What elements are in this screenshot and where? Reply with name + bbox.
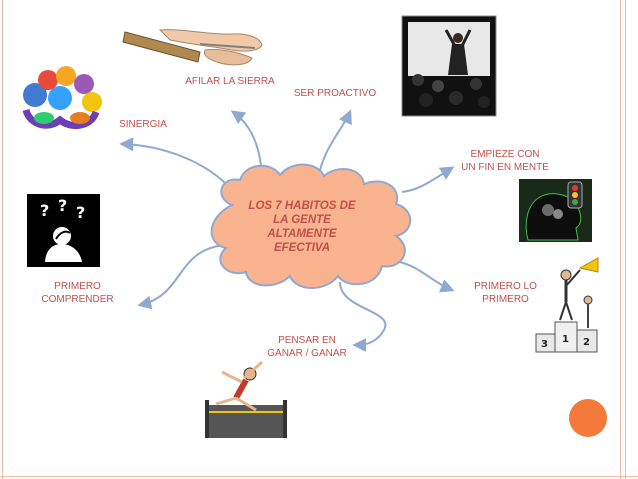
arrow-empieze [401, 166, 455, 193]
svg-text:?: ? [76, 203, 85, 222]
saw-sharpening-icon [122, 18, 265, 70]
label-ganar: PENSAR EN GANAR / GANAR [267, 335, 347, 359]
frame-line-right-inner [625, 0, 626, 479]
center-cloud [210, 163, 412, 289]
svg-text:3: 3 [541, 339, 548, 350]
label-sinergia: SINERGIA [119, 119, 167, 130]
label-comprender: PRIMERO COMPRENDER [41, 281, 114, 305]
frame-line-left [2, 0, 3, 479]
thinking-question-icon: ? ? ? [27, 194, 100, 267]
podium-winner-icon: 1 2 3 [535, 257, 599, 353]
svg-text:2: 2 [583, 337, 590, 348]
arrow-ganar [339, 281, 387, 352]
runner-finish-line-icon [203, 356, 289, 440]
label-proactivo: SER PROACTIVO [293, 88, 377, 99]
label-afilar: AFILAR LA SIERRA [185, 76, 275, 87]
svg-text:1: 1 [562, 334, 569, 345]
presenter-audience-icon [401, 15, 497, 117]
frame-line-bottom [0, 476, 638, 477]
arrow-primero [399, 261, 455, 293]
center-title: LOS 7 HABITOS DE LA GENTE ALTAMENTE EFEC… [248, 200, 356, 254]
orange-dot-decoration [569, 399, 607, 437]
svg-text:?: ? [58, 196, 67, 215]
frame-line-right-outer [620, 0, 621, 479]
arrow-comprender [137, 244, 226, 310]
head-traffic-light-icon [519, 179, 592, 242]
arrow-sinergia [119, 137, 233, 191]
label-primero: PRIMERO LO PRIMERO [474, 281, 537, 305]
label-empieze: EMPIEZE CON UN FIN EN MENTE [461, 149, 549, 173]
svg-text:?: ? [40, 201, 49, 220]
team-circle-icon [22, 66, 102, 130]
